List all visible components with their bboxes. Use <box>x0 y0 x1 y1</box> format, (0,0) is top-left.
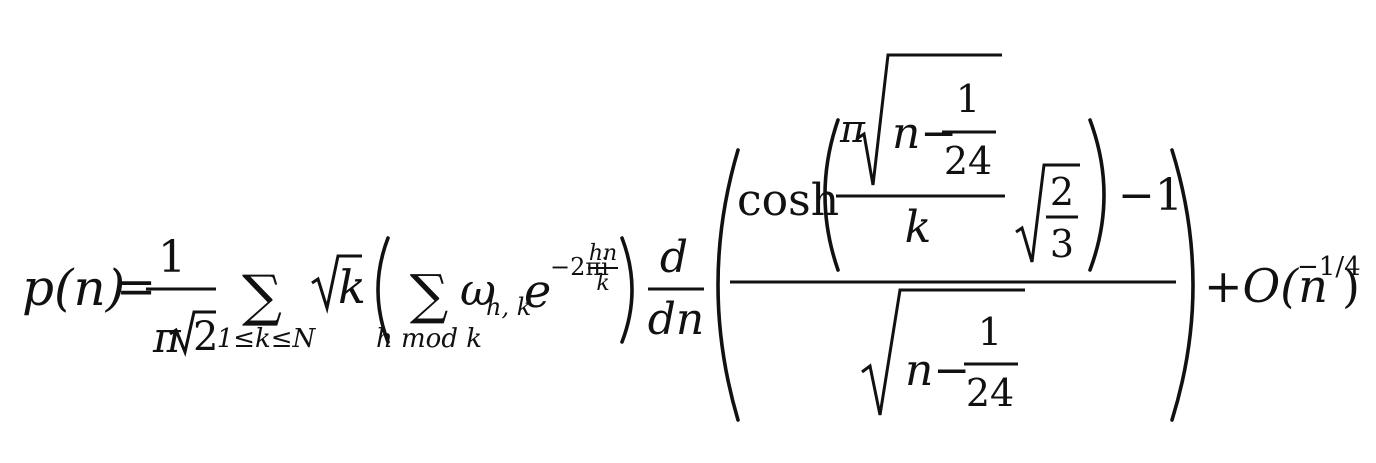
cosh-arg-radical-sign <box>857 53 1002 186</box>
inner-sum-symbol: ∑ <box>410 263 449 326</box>
lhs-p-of-n: p(n) <box>22 259 125 317</box>
equals-sign: = <box>116 259 156 315</box>
sqrt-two-thirds-numerator: 2 <box>1050 170 1074 214</box>
inner-group-left-paren <box>376 236 390 344</box>
main-denominator-frac-denominator: 24 <box>966 371 1014 415</box>
exp-frac-numerator: hn <box>589 241 617 266</box>
exp-frac-denominator: k <box>596 271 609 296</box>
outer-fraction-pi: π <box>152 313 182 362</box>
sqrt-k-radical-sign <box>311 254 362 314</box>
inner-group-right-paren <box>620 236 634 344</box>
main-denominator-radicand-n: n− <box>905 345 970 396</box>
derivative-numerator: d <box>660 232 688 283</box>
outer-sum-limits: 1≤k≤N <box>217 324 317 354</box>
cosh-arg-pi: π <box>839 107 866 151</box>
outer-fraction-radicand: 2 <box>193 314 218 360</box>
exp-base: e <box>524 264 551 318</box>
big-left-paren <box>716 148 740 422</box>
omega-subscript: h, k <box>486 293 531 321</box>
outer-fraction-radical-sign <box>169 310 216 357</box>
cosh-arg-denominator: k <box>905 202 932 253</box>
error-term-close: ) <box>1342 259 1360 313</box>
big-right-paren <box>1170 148 1195 422</box>
inner-sum-limits: h mod k <box>376 324 482 354</box>
minus-one: −1 <box>1118 170 1183 221</box>
omega-symbol: ω <box>460 265 496 316</box>
main-denominator-frac-numerator: 1 <box>978 310 1002 354</box>
sqrt-two-thirds-radical-sign <box>1015 163 1080 263</box>
derivative-denominator: dn <box>648 294 705 345</box>
error-term-prefix: +O(n <box>1204 259 1328 313</box>
error-term-exponent: −1/4 <box>1297 252 1361 282</box>
cosh-arg-radicand-frac-numerator: 1 <box>956 77 980 121</box>
main-denominator-radical-sign <box>861 288 1025 416</box>
cosh-arg-left-paren <box>823 118 840 272</box>
sqrt-k-radicand: k <box>338 260 366 314</box>
outer-fraction-numerator: 1 <box>158 232 186 283</box>
cosh-arg-right-paren <box>1088 118 1106 272</box>
outer-sum-symbol: ∑ <box>242 264 282 329</box>
sqrt-two-thirds-denominator: 3 <box>1050 222 1074 266</box>
cosh-arg-radicand-frac-denominator: 24 <box>944 139 992 183</box>
cosh-label: cosh <box>737 175 839 226</box>
